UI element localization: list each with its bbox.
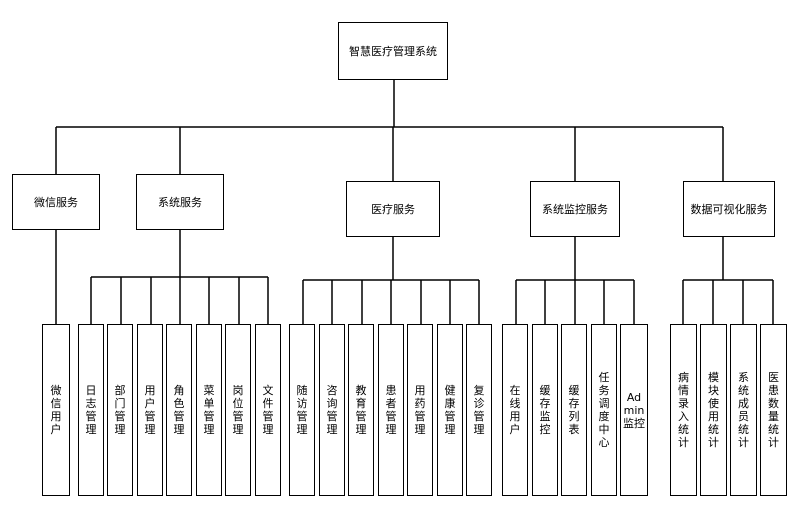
leaf-log-management: 日志管理 <box>78 324 104 496</box>
root-node: 智慧医疗管理系统 <box>338 22 448 80</box>
group-label: 数据可视化服务 <box>690 202 768 216</box>
leaf-wechat-user: 微信用户 <box>42 324 70 496</box>
leaf-education-management: 教育管理 <box>348 324 374 496</box>
leaf-user-management: 用户管理 <box>137 324 163 496</box>
leaf-menu-management: 菜单管理 <box>196 324 222 496</box>
group-label: 系统服务 <box>158 195 202 209</box>
leaf-cache-monitor: 缓存监控 <box>532 324 558 496</box>
leaf-doctor-patient-count-stats: 医患数量统计 <box>760 324 787 496</box>
group-medical-service: 医疗服务 <box>346 181 440 237</box>
group-label: 微信服务 <box>34 195 78 209</box>
group-wechat-service: 微信服务 <box>12 174 100 230</box>
leaf-medication-management: 用药管理 <box>407 324 433 496</box>
leaf-post-management: 岗位管理 <box>225 324 251 496</box>
leaf-department-management: 部门管理 <box>107 324 133 496</box>
leaf-consult-management: 咨询管理 <box>319 324 345 496</box>
leaf-revisit-management: 复诊管理 <box>466 324 492 496</box>
leaf-admin-monitor: Admin监控 <box>620 324 648 496</box>
group-label: 系统监控服务 <box>542 202 608 216</box>
leaf-task-scheduler: 任务调度中心 <box>591 324 617 496</box>
leaf-condition-entry-stats: 病情录入统计 <box>670 324 697 496</box>
group-visualization-service: 数据可视化服务 <box>683 181 775 237</box>
leaf-cache-list: 缓存列表 <box>561 324 587 496</box>
root-label: 智慧医疗管理系统 <box>349 44 437 58</box>
group-system-service: 系统服务 <box>136 174 224 230</box>
leaf-role-management: 角色管理 <box>166 324 192 496</box>
group-label: 医疗服务 <box>371 202 415 216</box>
leaf-file-management: 文件管理 <box>255 324 281 496</box>
leaf-followup-management: 随访管理 <box>289 324 315 496</box>
leaf-system-member-stats: 系统成员统计 <box>730 324 757 496</box>
group-monitor-service: 系统监控服务 <box>530 181 620 237</box>
leaf-module-usage-stats: 模块使用统计 <box>700 324 727 496</box>
leaf-online-users: 在线用户 <box>502 324 528 496</box>
leaf-health-management: 健康管理 <box>437 324 463 496</box>
leaf-patient-management: 患者管理 <box>378 324 404 496</box>
